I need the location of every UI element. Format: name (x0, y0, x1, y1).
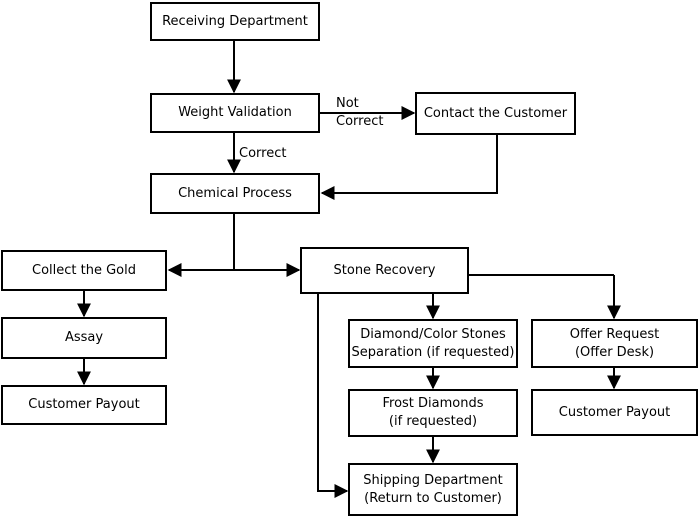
edge-label-correct: Correct (239, 145, 286, 163)
edge-label-line: Not (336, 96, 359, 111)
node-label: Customer Payout (28, 397, 140, 412)
node-label: Shipping Department (363, 472, 503, 488)
node-label: Collect the Gold (32, 262, 136, 278)
node-label: Separation (if requested) (351, 344, 515, 360)
node-label: Customer Payout (558, 404, 671, 420)
edge-label-not-correct: Not Correct (336, 95, 383, 131)
node-chemical-process: Chemical Process (150, 173, 320, 214)
node-assay: Assay (1, 317, 167, 359)
node-offer-request: Offer Request (Offer Desk) (531, 319, 698, 368)
node-label: (Return to Customer) (364, 490, 502, 506)
node-label: Receiving Department (162, 13, 308, 29)
arrow-contact-to-chemical (320, 134, 498, 200)
node-label: Offer Request (569, 326, 660, 342)
arrow-stone-to-shipping (317, 293, 349, 498)
node-contact-customer: Contact the Customer (415, 92, 576, 135)
node-receiving-department: Receiving Department (150, 2, 320, 41)
node-customer-payout-right: Customer Payout (531, 389, 698, 436)
node-collect-gold: Collect the Gold (1, 250, 167, 291)
node-label: Diamond/Color Stones (360, 326, 506, 342)
node-diamond-separation: Diamond/Color Stones Separation (if requ… (348, 319, 518, 368)
edge-label-line: Correct (336, 114, 384, 129)
node-label: Frost Diamonds (382, 396, 484, 411)
node-label: (if requested) (388, 414, 478, 429)
edge-label-text: Correct (239, 146, 287, 161)
node-stone-recovery: Stone Recovery (300, 247, 469, 294)
node-weight-validation: Weight Validation (150, 93, 320, 133)
node-shipping-department: Shipping Department (Return to Customer) (348, 463, 518, 516)
node-frost-diamonds: Frost Diamonds (if requested) (348, 389, 518, 437)
node-customer-payout-left: Customer Payout (1, 385, 167, 425)
node-label: Contact the Customer (423, 105, 568, 121)
node-label: (Offer Desk) (574, 344, 655, 360)
node-label: Stone Recovery (333, 262, 436, 278)
node-label: Chemical Process (178, 185, 292, 201)
node-label: Assay (64, 330, 104, 345)
node-label: Weight Validation (178, 105, 292, 120)
